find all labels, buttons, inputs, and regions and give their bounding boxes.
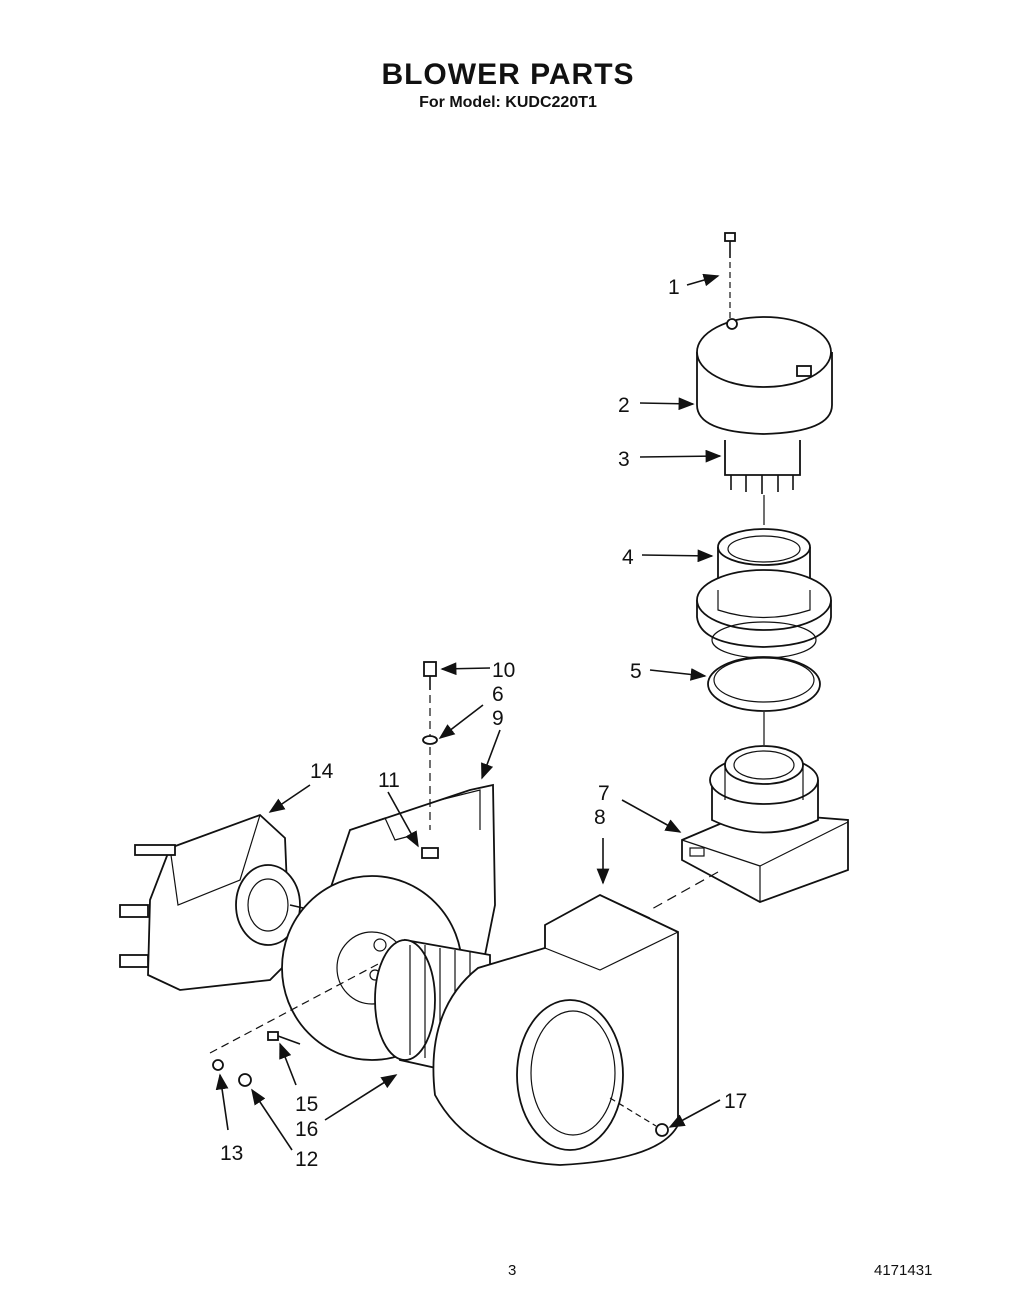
part-housing xyxy=(696,528,832,659)
part-screw xyxy=(724,232,736,258)
callout-4: 4 xyxy=(622,546,634,569)
model-subtitle: For Model: KUDC220T1 xyxy=(419,94,597,111)
title-block: BLOWER PARTS For Model: KUDC220T1 xyxy=(0,58,1036,112)
leader-lines xyxy=(215,273,722,1151)
page-title: BLOWER PARTS xyxy=(381,58,635,91)
document-number: 4171431 xyxy=(874,1262,933,1279)
part-cap xyxy=(696,316,833,435)
callout-14: 14 xyxy=(310,760,334,783)
callout-17: 17 xyxy=(724,1090,747,1113)
callout-12: 12 xyxy=(295,1148,318,1171)
callout-5: 5 xyxy=(630,660,642,683)
part-blower-housing xyxy=(432,893,679,1166)
callout-8: 8 xyxy=(594,806,606,829)
part-hardware xyxy=(209,661,669,1137)
callout-15: 15 xyxy=(295,1093,318,1116)
callout-9: 9 xyxy=(492,707,504,730)
callout-7: 7 xyxy=(598,782,610,805)
callout-16: 16 xyxy=(295,1118,318,1141)
part-mount-bracket xyxy=(681,745,849,903)
callout-1: 1 xyxy=(668,276,680,299)
callout-3: 3 xyxy=(618,448,630,471)
callout-6: 6 xyxy=(492,683,504,706)
callout-2: 2 xyxy=(618,394,630,417)
callout-11: 11 xyxy=(378,769,400,792)
part-gasket xyxy=(707,656,821,712)
callout-13: 13 xyxy=(220,1142,243,1165)
callout-10: 10 xyxy=(492,659,515,682)
callout-labels: 1 2 3 4 5 6 7 8 9 10 11 12 13 14 15 16 1… xyxy=(220,276,747,1171)
page-number: 3 xyxy=(508,1262,517,1279)
part-pin-block xyxy=(724,440,801,494)
